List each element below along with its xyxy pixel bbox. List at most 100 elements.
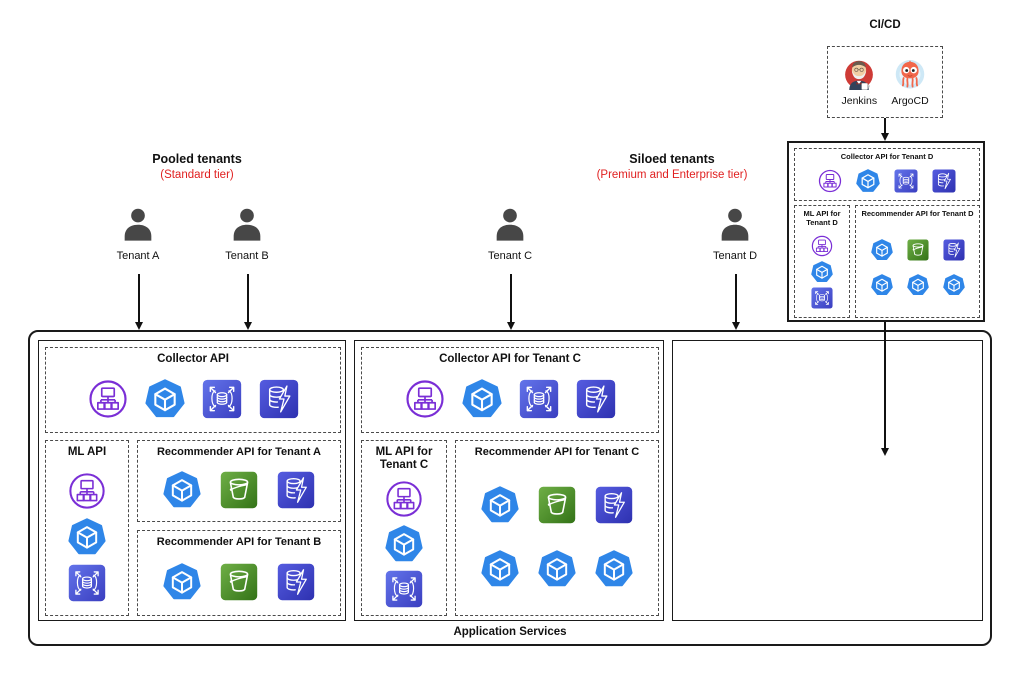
pooled-section: Collector API ML API Recommender API for… bbox=[38, 340, 346, 621]
kubernetes-pod-icon bbox=[385, 525, 423, 563]
s3-bucket-icon bbox=[538, 486, 576, 524]
network-hierarchy-icon bbox=[68, 472, 106, 510]
siloed-tenants-header: Siloed tenants (Premium and Enterprise t… bbox=[552, 152, 792, 182]
recommender-api-b-icons bbox=[138, 549, 340, 615]
person-icon bbox=[118, 206, 158, 246]
person-icon bbox=[715, 206, 755, 246]
network-hierarchy-icon bbox=[811, 235, 833, 257]
tenant-a: Tenant A bbox=[98, 206, 178, 262]
tenant-c-ml-api-box: ML API for Tenant C bbox=[361, 440, 447, 616]
tenant-d-ml-api-title: ML API for Tenant D bbox=[803, 209, 841, 227]
kubernetes-pod-icon bbox=[871, 239, 893, 261]
tenant-a-arrow bbox=[138, 274, 140, 324]
kubernetes-pod-icon bbox=[811, 261, 833, 283]
database-scale-out-icon bbox=[519, 379, 559, 419]
tenant-d-label: Tenant D bbox=[712, 250, 758, 262]
kubernetes-pod-icon bbox=[538, 550, 576, 588]
person-icon bbox=[227, 206, 267, 246]
kubernetes-pod-icon bbox=[871, 274, 893, 296]
database-scale-out-icon bbox=[202, 379, 242, 419]
network-hierarchy-icon bbox=[385, 480, 423, 518]
tenant-b-label: Tenant B bbox=[225, 250, 269, 262]
tenant-c-collector-api-box: Collector API for Tenant C bbox=[361, 347, 659, 433]
application-services-label: Application Services bbox=[453, 626, 567, 638]
cicd-tool-argocd: ArgoCD bbox=[891, 57, 929, 107]
tenant-c-ml-icons bbox=[362, 472, 446, 615]
siloed-tenants-title: Siloed tenants bbox=[629, 152, 715, 166]
person-icon bbox=[490, 206, 530, 246]
tenant-d-collector-api-box: Collector API for Tenant D bbox=[794, 148, 980, 201]
kubernetes-pod-icon bbox=[943, 274, 965, 296]
cicd-to-tenant-d-arrow bbox=[884, 118, 886, 135]
kubernetes-pod-icon bbox=[481, 486, 519, 524]
argocd-label: ArgoCD bbox=[891, 95, 929, 107]
deployment-to-silo-arrow bbox=[884, 322, 886, 450]
tenant-c-label: Tenant C bbox=[487, 250, 533, 262]
network-hierarchy-icon bbox=[405, 379, 445, 419]
kubernetes-pod-icon bbox=[481, 550, 519, 588]
network-hierarchy-icon bbox=[88, 379, 128, 419]
pooled-tenants-title: Pooled tenants bbox=[152, 152, 242, 166]
s3-bucket-icon bbox=[907, 239, 929, 261]
database-lightning-icon bbox=[576, 379, 616, 419]
database-scale-out-icon bbox=[894, 169, 918, 193]
kubernetes-pod-icon bbox=[68, 518, 106, 556]
jenkins-icon bbox=[841, 57, 877, 93]
collector-api-icons bbox=[46, 366, 340, 432]
recommender-api-a-icons bbox=[138, 459, 340, 521]
tenant-d-collector-api-title: Collector API for Tenant D bbox=[840, 152, 934, 161]
tenant-c-collector-api-title: Collector API for Tenant C bbox=[439, 353, 581, 365]
s3-bucket-icon bbox=[220, 563, 258, 601]
cicd-box: Jenkins ArgoCD bbox=[827, 46, 943, 118]
database-scale-out-icon bbox=[811, 287, 833, 309]
tenant-c-section: Collector API for Tenant C ML API for Te… bbox=[354, 340, 664, 621]
tenant-d-recommender-icons bbox=[856, 218, 979, 317]
pooled-tenants-header: Pooled tenants (Standard tier) bbox=[117, 152, 277, 182]
ml-api-icons bbox=[46, 459, 128, 615]
tenant-d-section bbox=[672, 340, 983, 621]
tenant-c-recommender-icons bbox=[456, 459, 658, 615]
recommender-api-b-title: Recommender API for Tenant B bbox=[156, 536, 322, 548]
kubernetes-pod-icon bbox=[163, 563, 201, 601]
kubernetes-pod-icon bbox=[595, 550, 633, 588]
recommender-api-a-title: Recommender API for Tenant A bbox=[156, 446, 321, 458]
kubernetes-pod-icon bbox=[907, 274, 929, 296]
argocd-icon bbox=[892, 57, 928, 93]
collector-api-box: Collector API bbox=[45, 347, 341, 433]
kubernetes-pod-icon bbox=[163, 471, 201, 509]
tenant-c-recommender-api-title: Recommender API for Tenant C bbox=[474, 446, 640, 458]
tenant-d: Tenant D bbox=[695, 206, 775, 262]
cicd-title: CI/CD bbox=[869, 19, 901, 31]
cicd-tool-jenkins: Jenkins bbox=[841, 57, 877, 107]
kubernetes-pod-icon bbox=[856, 169, 880, 193]
tenant-d-ml-api-box: ML API for Tenant D bbox=[794, 205, 850, 318]
siloed-tenants-tier: (Premium and Enterprise tier) bbox=[596, 168, 748, 181]
database-scale-out-icon bbox=[68, 564, 106, 602]
kubernetes-pod-icon bbox=[462, 379, 502, 419]
database-lightning-icon bbox=[943, 239, 965, 261]
tenant-c-collector-icons bbox=[362, 366, 658, 432]
tenant-d-recommender-api-box: Recommender API for Tenant D bbox=[855, 205, 980, 318]
kubernetes-pod-icon bbox=[145, 379, 185, 419]
database-lightning-icon bbox=[595, 486, 633, 524]
tenant-b-arrow bbox=[247, 274, 249, 324]
tenant-c-recommender-api-box: Recommender API for Tenant C bbox=[455, 440, 659, 616]
database-lightning-icon bbox=[259, 379, 299, 419]
jenkins-label: Jenkins bbox=[841, 95, 878, 107]
s3-bucket-icon bbox=[220, 471, 258, 509]
tenant-c-arrow bbox=[510, 274, 512, 324]
database-lightning-icon bbox=[277, 563, 315, 601]
tenant-d-arrow bbox=[735, 274, 737, 324]
tenant-d-recommender-api-title: Recommender API for Tenant D bbox=[861, 209, 974, 218]
database-lightning-icon bbox=[277, 471, 315, 509]
ml-api-title: ML API bbox=[67, 446, 107, 458]
tenant-b: Tenant B bbox=[207, 206, 287, 262]
pooled-tenants-tier: (Standard tier) bbox=[160, 168, 234, 181]
database-scale-out-icon bbox=[385, 570, 423, 608]
database-lightning-icon bbox=[932, 169, 956, 193]
tenant-c: Tenant C bbox=[470, 206, 550, 262]
tenant-a-label: Tenant A bbox=[116, 250, 160, 262]
collector-api-title: Collector API bbox=[157, 353, 229, 365]
tenant-d-deployment-unit: Collector API for Tenant D ML API for Te… bbox=[787, 141, 985, 322]
network-hierarchy-icon bbox=[818, 169, 842, 193]
